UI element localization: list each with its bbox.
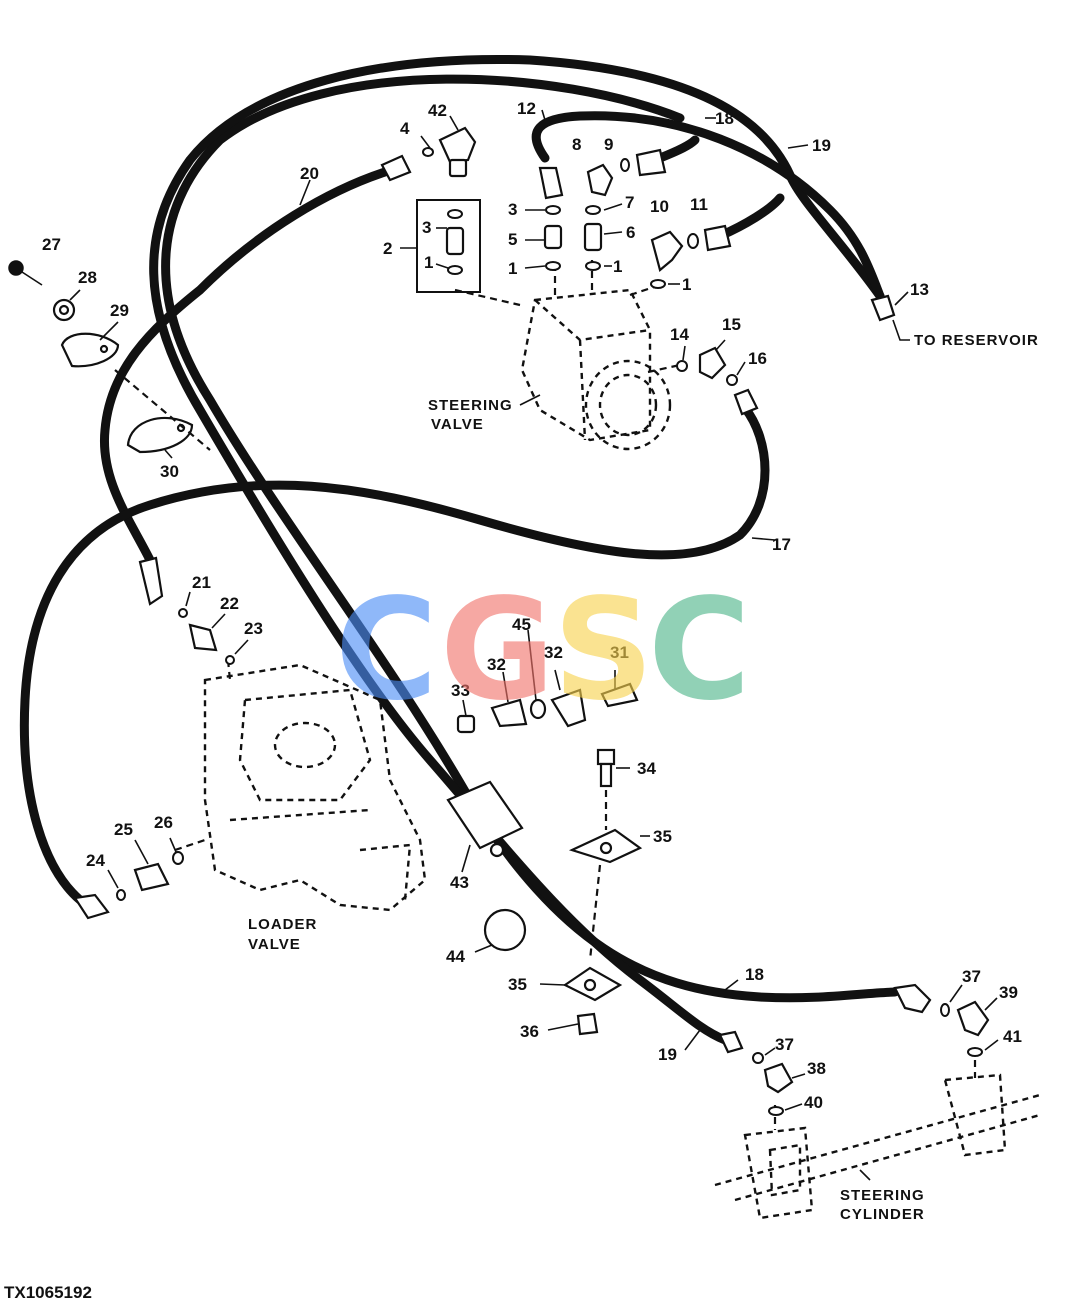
hoses	[19, 55, 900, 1045]
callout-28: 28	[78, 268, 97, 287]
watermark-letter-1: C	[335, 569, 438, 732]
hose-short-upper	[655, 135, 700, 163]
callout-8: 8	[572, 135, 581, 154]
callout-2: 2	[383, 239, 392, 258]
callout-29: 29	[110, 301, 129, 320]
watermark-letter-3: S	[553, 569, 654, 732]
callout-6: 6	[626, 223, 635, 242]
callout-30: 30	[160, 462, 179, 481]
callout-1-right: 1	[613, 257, 622, 276]
callout-3-mid: 3	[508, 200, 517, 219]
callout-41: 41	[1003, 1027, 1022, 1046]
callout-36: 36	[520, 1022, 539, 1041]
callout-7: 7	[625, 193, 634, 212]
hose-20	[99, 167, 390, 565]
callouts: 42 4 12 18 19 8 9 20 3 3 7 10 11 2 5 6 2…	[42, 99, 1022, 1112]
callout-23: 23	[244, 619, 263, 638]
callout-22: 22	[220, 594, 239, 613]
callout-18-lower: 18	[745, 965, 764, 984]
label-loader-valve-line1: LOADER	[248, 916, 317, 933]
watermark-letter-2: G	[440, 569, 555, 732]
callout-44: 44	[446, 947, 465, 966]
callout-31: 31	[610, 643, 629, 662]
callout-40: 40	[804, 1093, 823, 1112]
callout-9: 9	[604, 135, 613, 154]
callout-3-left: 3	[422, 218, 431, 237]
callout-32-left: 32	[487, 655, 506, 674]
callout-1-left: 1	[508, 259, 517, 278]
callout-19-upper: 19	[812, 136, 831, 155]
callout-42: 42	[428, 101, 447, 120]
fittings-left	[8, 260, 235, 920]
leader-lines	[69, 109, 999, 1181]
hose-18	[161, 74, 900, 1003]
label-to-reservoir: TO RESERVOIR	[914, 332, 1039, 349]
fittings-middle	[446, 682, 643, 1036]
watermark-letter-4: C	[648, 569, 751, 732]
callout-11: 11	[690, 195, 708, 214]
hose-12	[531, 111, 885, 301]
callout-15: 15	[722, 315, 741, 334]
callout-19-lower: 19	[658, 1045, 677, 1064]
label-steering-cylinder-line1: STEERING	[840, 1187, 925, 1204]
callout-1-box: 1	[424, 253, 433, 272]
callout-37-left: 37	[775, 1035, 794, 1054]
callout-37-right: 37	[962, 967, 981, 986]
steering-valve	[454, 260, 681, 451]
callout-1-valve: 1	[682, 275, 691, 294]
callout-10: 10	[650, 197, 669, 216]
callout-38: 38	[807, 1059, 826, 1078]
label-steering-valve-line1: STEERING	[428, 397, 513, 414]
callout-25: 25	[114, 820, 133, 839]
callout-34: 34	[637, 759, 656, 778]
hose-short-right	[715, 193, 785, 241]
callout-43: 43	[450, 873, 469, 892]
callout-17: 17	[772, 535, 791, 554]
label-loader-valve-line2: VALVE	[248, 936, 301, 953]
callout-14: 14	[670, 325, 689, 344]
callout-27: 27	[42, 235, 61, 254]
fittings-cylinder	[718, 983, 990, 1116]
callout-24: 24	[86, 851, 105, 870]
callout-12: 12	[517, 99, 536, 118]
callout-20: 20	[300, 164, 319, 183]
label-steering-valve-line2: VALVE	[431, 416, 484, 433]
component-labels: TO RESERVOIR STEERING VALVE LOADER VALVE…	[248, 332, 1039, 1223]
cgsc-watermark: C G S C	[335, 569, 751, 732]
figure-id: TX1065192	[4, 1283, 92, 1302]
callout-26: 26	[154, 813, 173, 832]
kit-box-2	[416, 199, 481, 293]
label-steering-cylinder-line2: CYLINDER	[840, 1206, 925, 1223]
callout-21: 21	[192, 573, 211, 592]
callout-45: 45	[512, 615, 531, 634]
callout-35-upper: 35	[653, 827, 672, 846]
callout-4: 4	[400, 119, 410, 138]
fittings-upper	[380, 126, 896, 416]
callout-5: 5	[508, 230, 517, 249]
callout-39: 39	[999, 983, 1018, 1002]
callout-33: 33	[451, 681, 470, 700]
callout-18-upper: 18	[715, 109, 734, 128]
callout-32-right: 32	[544, 643, 563, 662]
callout-16: 16	[748, 349, 767, 368]
callout-13: 13	[910, 280, 929, 299]
hose-19	[149, 55, 885, 1045]
callout-35-lower: 35	[508, 975, 527, 994]
hose-17	[19, 403, 770, 905]
